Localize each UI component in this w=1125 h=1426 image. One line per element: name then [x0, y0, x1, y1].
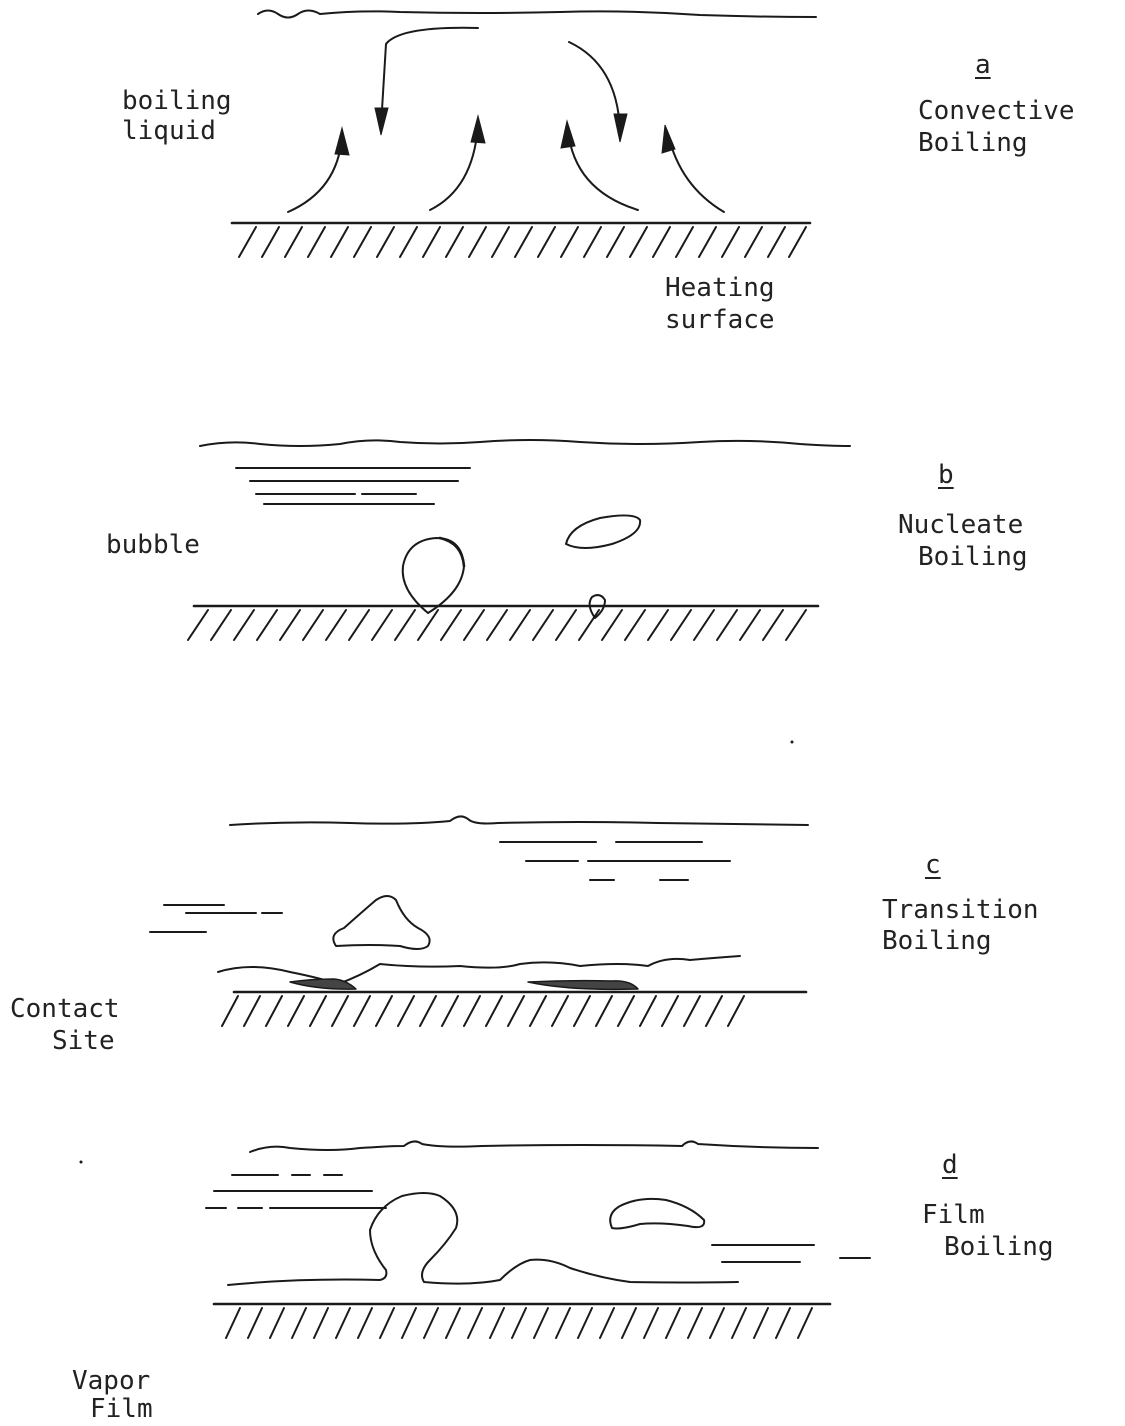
panel-a-surface-label: surface	[665, 305, 775, 335]
panel-c-drawing	[150, 816, 808, 1026]
panel-d-vapor-film	[228, 1193, 738, 1285]
panel-b-surface-hatching	[188, 610, 806, 640]
panel-d-liquid-lines	[206, 1175, 870, 1262]
panel-d-liquid-surface	[250, 1141, 818, 1152]
panel-b-large-bubble	[403, 538, 464, 613]
panel-a-letter: a	[975, 50, 991, 80]
panel-d-title-line2: Boiling	[944, 1232, 1054, 1262]
panel-d-drawing	[206, 1141, 870, 1338]
panel-c-contact-site-right	[528, 981, 638, 990]
arrowhead-up-icon	[662, 125, 675, 153]
panel-a-title-line1: Convective	[918, 96, 1075, 126]
panel-a-liquid-surface	[258, 11, 816, 18]
panel-a-up-flow-3	[568, 130, 638, 210]
arrowhead-up-icon	[335, 128, 349, 155]
panel-d-letter: d	[942, 1150, 958, 1180]
panel-a-up-flow-4	[668, 134, 724, 212]
panel-b-title-line1: Nucleate	[898, 510, 1023, 540]
panel-c-vapor-film	[218, 956, 740, 984]
panel-b-drawing	[188, 440, 850, 640]
panel-a-surface-hatching	[239, 227, 806, 257]
arrowhead-down-icon	[614, 114, 627, 142]
panel-a-liquid-label: liquid	[122, 116, 216, 146]
panel-a-title-line2: Boiling	[918, 128, 1028, 158]
panel-c-contact-label: Contact	[10, 994, 120, 1024]
panel-a-up-flow-2	[430, 124, 478, 210]
panel-b-detached-bubble	[566, 515, 640, 548]
panel-c-title-line2: Boiling	[882, 926, 992, 956]
panel-c-letter: c	[925, 850, 941, 880]
panel-b-liquid-surface	[200, 440, 850, 446]
panel-c-surface-hatching	[222, 996, 744, 1026]
panel-d-surface-hatching	[226, 1308, 812, 1338]
panel-a-up-flow-1	[288, 136, 342, 212]
panel-c-liquid-lines	[150, 842, 730, 932]
arrowhead-up-icon	[561, 121, 575, 148]
panel-b-liquid-lines	[236, 468, 470, 504]
panel-a-drawing	[232, 11, 816, 258]
panel-a-boiling-label: boiling	[122, 86, 232, 116]
panel-c-title-line1: Transition	[882, 895, 1039, 925]
panel-c-liquid-surface	[230, 816, 808, 825]
panel-a-down-flow-left	[381, 28, 478, 126]
panel-b-letter: b	[938, 460, 954, 490]
panel-d-vapor-label: Vapor	[72, 1366, 150, 1396]
panel-d-vapor-blob	[610, 1199, 704, 1229]
panel-a-heating-label: Heating	[665, 273, 775, 303]
arrowhead-up-icon	[471, 116, 485, 143]
panel-b-title-line2: Boiling	[918, 542, 1028, 572]
panel-a-down-flow-right	[569, 42, 620, 132]
panel-d-film-label: Film	[90, 1394, 153, 1424]
panel-c-site-label: Site	[52, 1026, 115, 1056]
panel-c-vapor-blob	[333, 896, 429, 949]
panel-b-bubble-label: bubble	[106, 530, 200, 560]
arrowhead-down-icon	[375, 108, 388, 135]
panel-d-title-line1: Film	[922, 1200, 985, 1230]
